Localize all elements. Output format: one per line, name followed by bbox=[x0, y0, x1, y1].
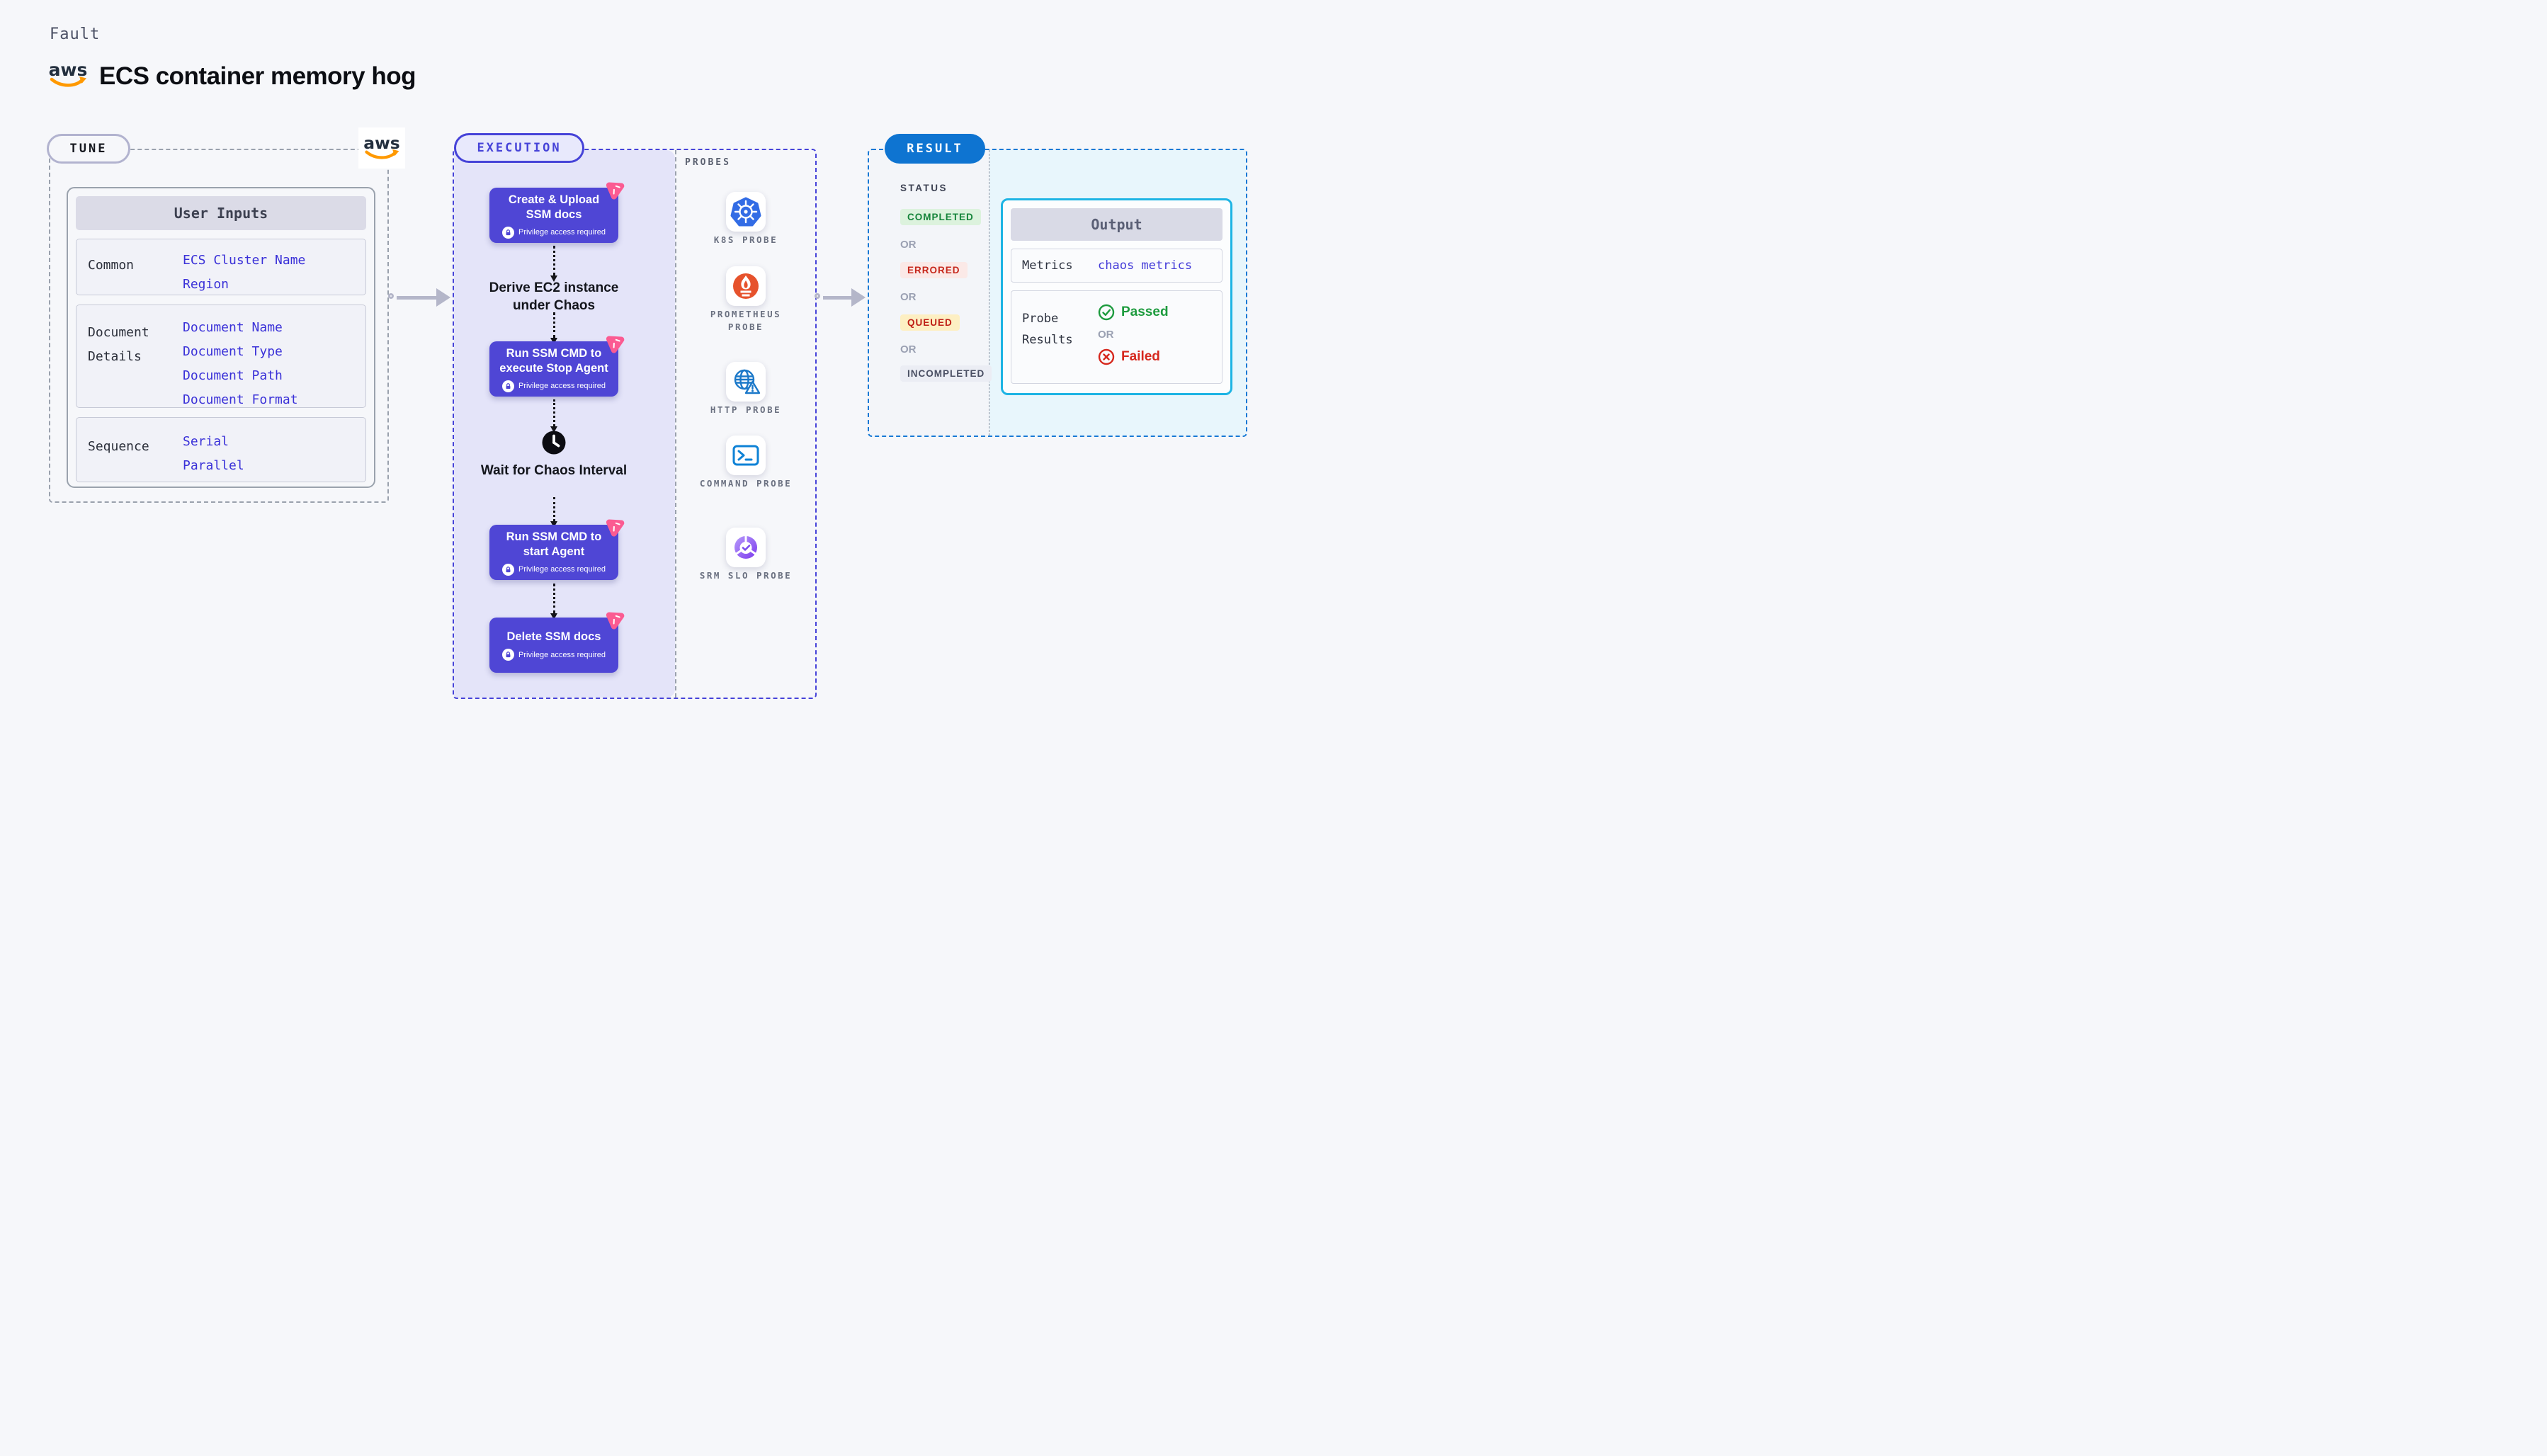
step-label: Run SSM CMD to start Agent bbox=[506, 530, 602, 558]
user-inputs-card: User Inputs Common ECS Cluster Name Regi… bbox=[67, 187, 375, 488]
lock-icon bbox=[502, 563, 515, 576]
input-value: ECS Cluster Name bbox=[183, 253, 306, 268]
slo-check-icon bbox=[734, 535, 757, 559]
fault-kicker: Fault bbox=[50, 25, 101, 43]
privilege-note: Privilege access required bbox=[518, 650, 606, 659]
lock-icon bbox=[502, 649, 515, 661]
table-row: Sequence Serial Parallel bbox=[76, 417, 366, 482]
status-badge-errored: ERRORED bbox=[900, 262, 968, 278]
probe-card-srm-slo bbox=[726, 528, 766, 567]
globe-alert-icon bbox=[734, 369, 761, 394]
execution-section-badge: EXECUTION bbox=[454, 133, 584, 163]
input-value: Serial bbox=[183, 434, 229, 449]
probe-label-prometheus: PROMETHEUS PROBE bbox=[710, 309, 782, 332]
probe-card-http bbox=[726, 362, 766, 402]
probe-passed-label: Passed bbox=[1121, 305, 1169, 319]
flow-arrow-tune-to-execution bbox=[388, 288, 460, 307]
metrics-row: Metrics chaos metrics bbox=[1011, 249, 1223, 283]
status-badge-incompleted: INCOMPLETED bbox=[900, 365, 992, 382]
chaos-experiment-icon bbox=[606, 612, 625, 630]
status-title: STATUS bbox=[900, 183, 948, 193]
dotted-arrow bbox=[550, 584, 557, 620]
or-label: OR bbox=[900, 291, 917, 303]
privilege-note: Privilege access required bbox=[518, 228, 606, 237]
aws-logo: aws bbox=[49, 59, 88, 87]
tune-section-badge: TUNE bbox=[47, 134, 130, 164]
privilege-note: Privilege access required bbox=[518, 382, 606, 390]
step-run-ssm-stop-agent: Run SSM CMD to execute Stop Agent Privil… bbox=[489, 341, 618, 397]
step-derive-ec2-instance: Derive EC2 instance under Chaos bbox=[489, 280, 619, 313]
execution-section-box bbox=[453, 149, 817, 699]
or-label: OR bbox=[900, 239, 917, 251]
probes-column-title: PROBES bbox=[685, 157, 731, 168]
step-delete-ssm-docs: Delete SSM docs Privilege access require… bbox=[489, 618, 618, 673]
row-label: Document Details bbox=[88, 325, 149, 364]
step-create-upload-ssm-docs: Create & Upload SSM docs Privilege acces… bbox=[489, 188, 618, 243]
status-badge-queued: QUEUED bbox=[900, 314, 960, 331]
input-value: Document Format bbox=[183, 392, 298, 407]
or-label: OR bbox=[900, 343, 917, 356]
probes-divider-line bbox=[675, 150, 676, 698]
probe-card-prometheus bbox=[726, 266, 766, 306]
flow-arrow-execution-to-result bbox=[815, 288, 875, 307]
privilege-note: Privilege access required bbox=[518, 565, 606, 574]
lock-icon bbox=[502, 226, 515, 239]
fault-diagram: Fault aws ECS container memory hog TUNE … bbox=[0, 0, 1274, 728]
step-label: Run SSM CMD to execute Stop Agent bbox=[499, 346, 608, 375]
metrics-label: Metrics bbox=[1022, 258, 1073, 273]
metrics-value: chaos metrics bbox=[1098, 258, 1193, 273]
probe-results-label: Probe Results bbox=[1022, 312, 1073, 347]
step-label: Create & Upload SSM docs bbox=[508, 193, 600, 221]
step-run-ssm-start-agent: Run SSM CMD to start Agent Privilege acc… bbox=[489, 525, 618, 580]
chaos-experiment-icon bbox=[606, 519, 625, 537]
probe-results-row: Probe Results Passed OR Faile bbox=[1011, 290, 1223, 384]
clock-icon bbox=[540, 429, 567, 456]
row-label: Sequence bbox=[88, 439, 149, 454]
row-label: Common bbox=[88, 258, 135, 273]
probe-label-k8s: K8S PROBE bbox=[713, 234, 778, 245]
kubernetes-icon bbox=[730, 197, 761, 227]
step-wait-chaos-interval: Wait for Chaos Interval bbox=[480, 463, 628, 478]
tune-section-box bbox=[49, 149, 389, 503]
svg-text:aws: aws bbox=[363, 133, 399, 153]
chaos-experiment-icon bbox=[606, 182, 625, 200]
input-value: Document Path bbox=[183, 368, 283, 383]
probe-label-command: COMMAND PROBE bbox=[699, 478, 793, 489]
or-label: OR bbox=[1098, 329, 1114, 341]
svg-text:aws: aws bbox=[49, 59, 88, 80]
probe-label-srm-slo: SRM SLO PROBE bbox=[699, 570, 793, 581]
probe-card-command bbox=[726, 436, 766, 475]
input-value: Region bbox=[183, 277, 229, 292]
aws-corner-logo: aws bbox=[358, 127, 405, 169]
status-badge-completed: COMPLETED bbox=[900, 209, 981, 225]
table-row: Document Details Document Name Document … bbox=[76, 305, 366, 408]
aws-logo: aws bbox=[363, 133, 400, 159]
user-inputs-title: User Inputs bbox=[76, 196, 366, 230]
probe-label-http: HTTP PROBE bbox=[710, 404, 782, 415]
dotted-arrow bbox=[550, 399, 557, 433]
input-value: Document Name bbox=[183, 320, 283, 335]
output-card: Output Metrics chaos metrics Probe Resul… bbox=[1001, 198, 1232, 395]
probe-card-k8s bbox=[726, 192, 766, 232]
check-circle-icon bbox=[1098, 304, 1115, 321]
table-row: Common ECS Cluster Name Region bbox=[76, 239, 366, 295]
dotted-arrow bbox=[550, 312, 557, 344]
page-title: ECS container memory hog bbox=[99, 62, 416, 90]
chaos-experiment-icon bbox=[606, 336, 625, 353]
terminal-icon bbox=[732, 445, 759, 466]
result-section-badge: RESULT bbox=[885, 134, 985, 164]
dotted-arrow bbox=[550, 497, 557, 528]
dotted-arrow bbox=[550, 246, 557, 282]
input-value: Document Type bbox=[183, 344, 283, 359]
arrowhead-icon bbox=[436, 288, 450, 307]
output-title: Output bbox=[1011, 208, 1223, 241]
step-label: Delete SSM docs bbox=[506, 630, 601, 643]
x-circle-icon bbox=[1098, 348, 1115, 365]
probe-failed-label: Failed bbox=[1121, 349, 1160, 364]
input-value: Parallel bbox=[183, 458, 244, 473]
arrowhead-icon bbox=[851, 288, 866, 307]
lock-icon bbox=[502, 380, 515, 392]
prometheus-icon bbox=[733, 273, 759, 299]
